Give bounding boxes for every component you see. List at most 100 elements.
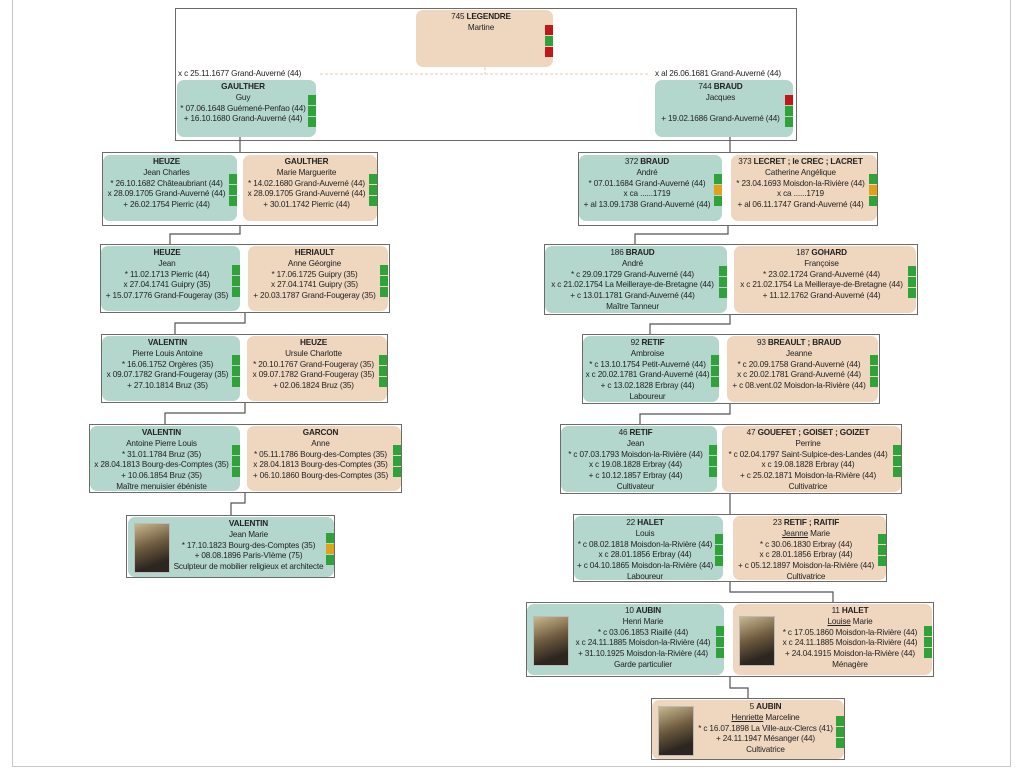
status-square-icon[interactable]: [719, 265, 727, 276]
status-square-icon[interactable]: [714, 185, 722, 195]
status-square-icon[interactable]: [908, 265, 916, 276]
status-square-icon[interactable]: [785, 105, 793, 116]
status-square-icon[interactable]: [711, 366, 719, 376]
status-square-icon[interactable]: [719, 276, 727, 287]
status-square-icon[interactable]: [232, 455, 240, 466]
status-square-icon[interactable]: [869, 185, 877, 195]
status-square-icon[interactable]: [393, 444, 401, 455]
status-square-icon[interactable]: [836, 715, 844, 726]
status-square-icon[interactable]: [878, 545, 886, 555]
status-square-icon[interactable]: [393, 466, 401, 477]
status-square-icon[interactable]: [232, 376, 240, 387]
status-square-icon[interactable]: [711, 377, 719, 387]
status-square-icon[interactable]: [908, 287, 916, 298]
status-square-icon[interactable]: [308, 105, 316, 116]
status-square-icon[interactable]: [326, 544, 334, 554]
status-square-icon[interactable]: [716, 625, 724, 636]
status-square-icon[interactable]: [232, 354, 240, 365]
status-square-icon[interactable]: [232, 444, 240, 455]
status-square-icon[interactable]: [369, 196, 377, 206]
status-square-icon[interactable]: [870, 355, 878, 365]
status-square-icon[interactable]: [380, 286, 388, 297]
status-square-icon[interactable]: [369, 185, 377, 195]
status-square-icon[interactable]: [545, 46, 553, 57]
status-square-icon[interactable]: [836, 726, 844, 737]
status-square-icon[interactable]: [379, 365, 387, 376]
status-square-icon[interactable]: [308, 116, 316, 127]
status-square-icon[interactable]: [893, 445, 901, 455]
status-square-icon[interactable]: [393, 455, 401, 466]
status-square-icon[interactable]: [716, 647, 724, 658]
status-square-icon[interactable]: [229, 185, 237, 195]
status-square-icon[interactable]: [908, 276, 916, 287]
status-square-icon[interactable]: [878, 534, 886, 544]
status-square-icon[interactable]: [232, 264, 240, 275]
status-square-icon[interactable]: [232, 286, 240, 297]
status-square-icon[interactable]: [711, 355, 719, 365]
status-square-icon[interactable]: [716, 636, 724, 647]
status-square-icon[interactable]: [869, 174, 877, 184]
status-square-icon[interactable]: [545, 35, 553, 46]
status-square-icon[interactable]: [714, 174, 722, 184]
status-square-icon[interactable]: [379, 376, 387, 387]
status-square-icon[interactable]: [869, 196, 877, 206]
status-square-icon[interactable]: [785, 94, 793, 105]
status-square-icon[interactable]: [893, 456, 901, 466]
status-square-icon[interactable]: [719, 287, 727, 298]
status-square-icon[interactable]: [379, 354, 387, 365]
status-square-icon[interactable]: [709, 445, 717, 455]
status-square-icon[interactable]: [836, 737, 844, 748]
status-square-icon[interactable]: [709, 456, 717, 466]
status-square-icon[interactable]: [870, 366, 878, 376]
status-square-icon[interactable]: [380, 264, 388, 275]
status-square-icon[interactable]: [924, 647, 932, 658]
status-square-icon[interactable]: [715, 534, 723, 544]
status-square-icon[interactable]: [308, 94, 316, 105]
status-square-icon[interactable]: [715, 545, 723, 555]
status-square-icon[interactable]: [326, 555, 334, 565]
status-square-icon[interactable]: [229, 196, 237, 206]
status-square-icon[interactable]: [924, 636, 932, 647]
status-square-icon[interactable]: [878, 556, 886, 566]
status-square-icon[interactable]: [229, 174, 237, 184]
status-square-icon[interactable]: [893, 467, 901, 477]
status-square-icon[interactable]: [545, 24, 553, 35]
status-square-icon[interactable]: [785, 116, 793, 127]
status-square-icon[interactable]: [232, 275, 240, 286]
status-square-icon[interactable]: [715, 556, 723, 566]
status-square-icon[interactable]: [326, 533, 334, 543]
status-square-icon[interactable]: [232, 365, 240, 376]
status-square-icon[interactable]: [232, 466, 240, 477]
status-square-icon[interactable]: [709, 467, 717, 477]
status-square-icon[interactable]: [369, 174, 377, 184]
status-square-icon[interactable]: [380, 275, 388, 286]
status-square-icon[interactable]: [870, 377, 878, 387]
status-square-icon[interactable]: [924, 625, 932, 636]
status-square-icon[interactable]: [714, 196, 722, 206]
